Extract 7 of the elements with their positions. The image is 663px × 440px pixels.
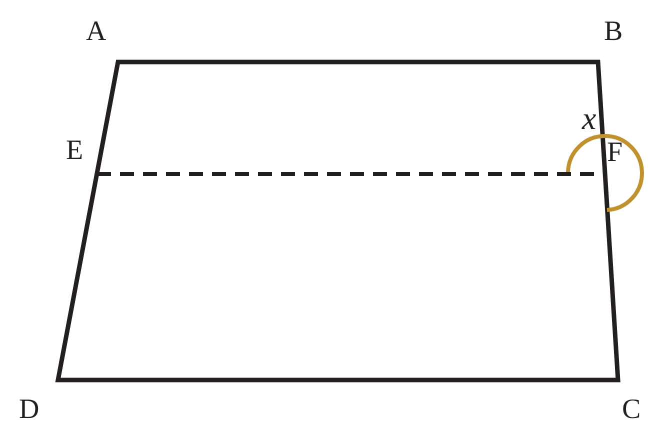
vertex-label: F [607, 139, 623, 167]
vertex-label: D [19, 396, 40, 424]
vertex-label: E [66, 137, 84, 165]
vertex-label: A [86, 18, 106, 46]
vertex-label: B [604, 18, 623, 46]
vertex-label: C [622, 396, 641, 424]
angle-label: x [582, 102, 596, 134]
